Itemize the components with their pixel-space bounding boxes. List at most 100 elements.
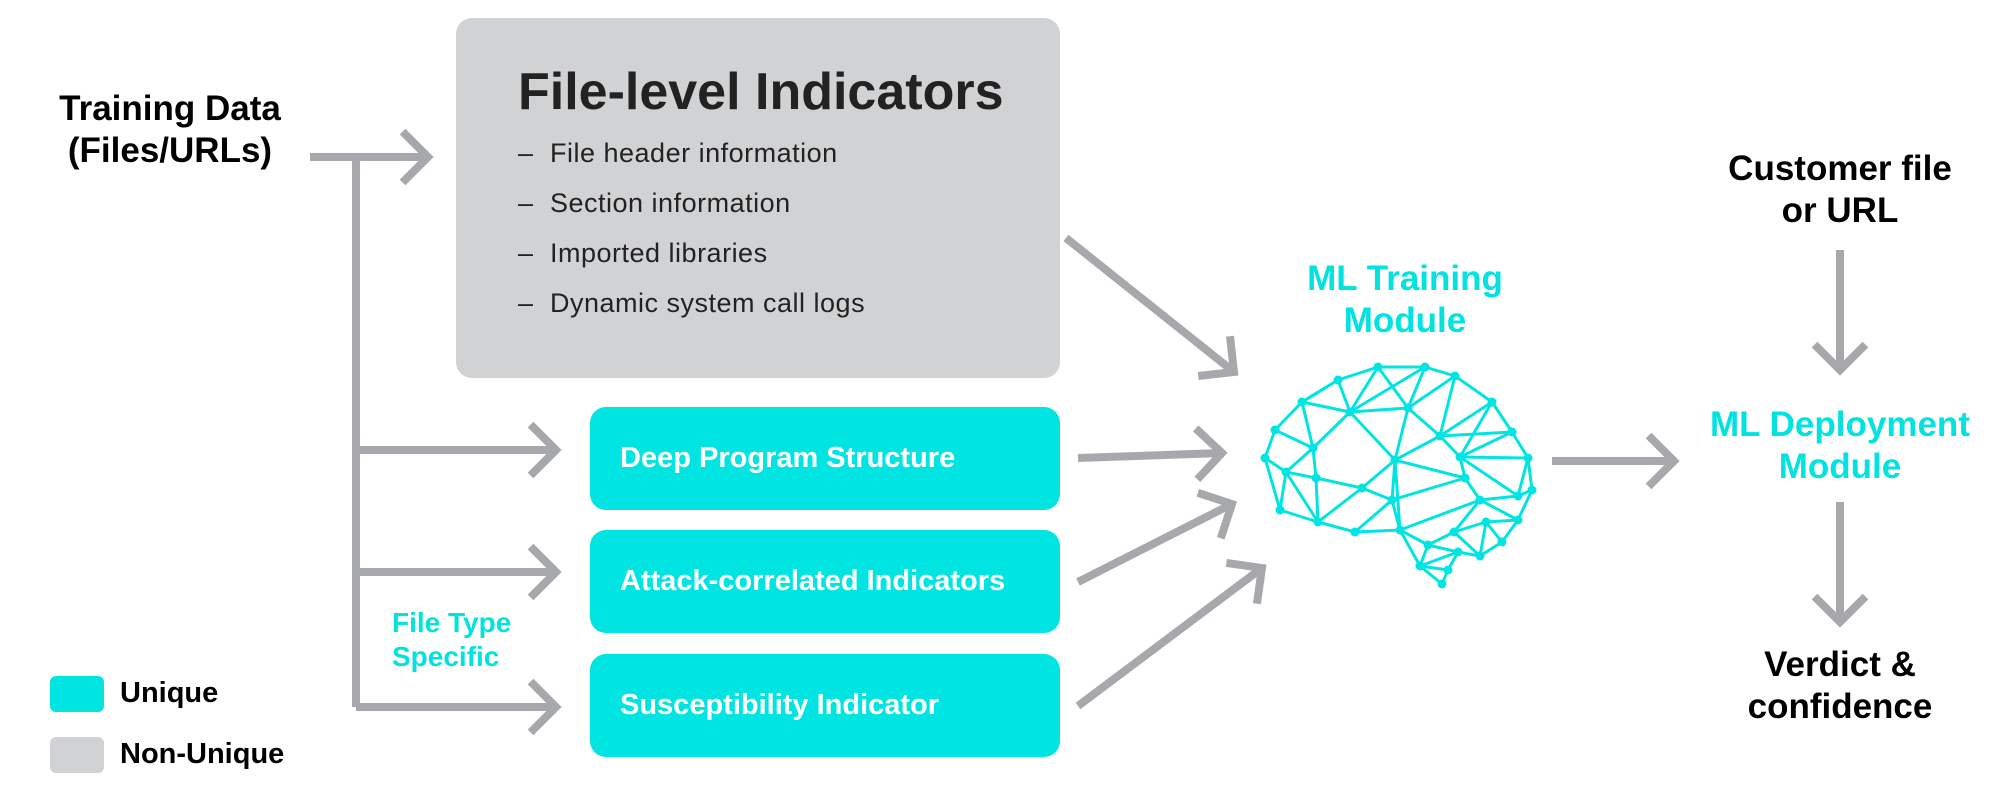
brain-edge: [1300, 401, 1315, 449]
brain-edge: [1361, 458, 1396, 490]
brain-node: [1423, 540, 1433, 550]
brain-edge: [1337, 365, 1379, 382]
brain-edge: [1510, 431, 1530, 459]
brain-edge: [1458, 401, 1494, 458]
brain-edge: [1274, 428, 1314, 450]
brain-node: [1357, 483, 1367, 493]
file-type-specific-label: File Type Specific: [392, 607, 512, 672]
brain-edge: [1516, 489, 1534, 521]
brain-edge: [1526, 457, 1534, 491]
brain-node: [1311, 473, 1321, 483]
brain-edge: [1284, 471, 1320, 523]
brain-edge: [1348, 366, 1380, 413]
brain-edge: [1407, 374, 1456, 410]
file-level-indicators-box: File-level Indicators –File header infor…: [456, 18, 1060, 378]
legend-non-unique-swatch: [50, 737, 104, 773]
brain-node: [1297, 397, 1307, 407]
brain-edge: [1354, 528, 1401, 534]
brain-node: [1281, 467, 1291, 477]
brain-edge: [1263, 429, 1277, 459]
brain-node: [1260, 453, 1270, 463]
brain-node: [1443, 565, 1453, 575]
arrow-customer-to-deployment-head: [1811, 341, 1869, 376]
brain-node: [1350, 527, 1360, 537]
brain-node: [1481, 517, 1491, 527]
brain-node: [1513, 515, 1523, 525]
brain-edge: [1317, 486, 1363, 524]
brain-edge: [1349, 406, 1409, 414]
brain-node: [1333, 375, 1343, 385]
brain-edge: [1315, 476, 1363, 490]
arrow-attack-to-training-shaft: [1076, 500, 1234, 586]
brain-node: [1270, 425, 1280, 435]
brain-node: [1387, 495, 1397, 505]
brain-edge: [1485, 518, 1519, 524]
brain-edge: [1361, 486, 1393, 502]
brain-edge: [1478, 521, 1488, 557]
brain-edge: [1311, 447, 1318, 479]
brain-edge: [1279, 508, 1319, 524]
attack-correlated-indicators-box: Attack-correlated Indicators: [590, 530, 1060, 633]
brain-edge: [1394, 458, 1466, 480]
brain-edge: [1427, 530, 1455, 547]
brain-edge: [1391, 476, 1466, 502]
brain-edge: [1273, 400, 1304, 432]
brain-edge: [1459, 430, 1513, 459]
brain-edge: [1301, 400, 1351, 414]
arrow-file-level-to-training-shaft: [1063, 234, 1237, 376]
brain-edge: [1419, 564, 1449, 572]
brain-edge: [1285, 470, 1317, 480]
brain-edge: [1394, 434, 1441, 462]
verdict-label: Verdict & confidence: [1747, 645, 1933, 726]
brain-edge: [1419, 564, 1443, 586]
brain-node: [1450, 371, 1460, 381]
brain-edge: [1452, 499, 1482, 533]
legend-unique-swatch: [50, 676, 104, 712]
brain-edge: [1419, 550, 1459, 568]
brain-node: [1437, 579, 1447, 589]
susceptibility-indicator-box: Susceptibility Indicator: [590, 654, 1060, 757]
brain-edge: [1349, 365, 1426, 414]
brain-node: [1507, 427, 1517, 437]
training-data-label: Training Data (Files/URLs): [59, 89, 281, 170]
brain-node: [1497, 537, 1507, 547]
deep-program-structure-box: Deep Program Structure: [590, 407, 1060, 510]
ml-deployment-module-label: ML Deployment Module: [1710, 405, 1970, 486]
brain-edge: [1424, 365, 1456, 378]
ml-training-module-label: ML Training Module: [1307, 259, 1503, 340]
arrow-deep-program-to-training-shaft: [1077, 449, 1223, 462]
brain-node: [1460, 473, 1470, 483]
arrow-attack-to-training-head: [1196, 488, 1238, 540]
brain-node: [1475, 551, 1485, 561]
brain-edge: [1263, 457, 1282, 511]
legend-non-unique-label: Non-Unique: [120, 738, 285, 770]
brain-edge: [1427, 543, 1459, 554]
brain-node: [1435, 431, 1445, 441]
brain-node: [1513, 491, 1523, 501]
list-item: –Dynamic system call logs: [518, 288, 866, 318]
brain-edge: [1452, 530, 1482, 558]
brain-node: [1449, 527, 1459, 537]
brain-edge: [1393, 459, 1402, 531]
arrow-deployment-to-verdict-head: [1811, 593, 1869, 628]
list-item: –File header information: [518, 138, 838, 168]
brain-network-icon: [1260, 362, 1537, 589]
brain-edge: [1301, 378, 1339, 404]
brain-edge: [1406, 366, 1427, 409]
brain-edge: [1399, 498, 1481, 532]
brain-edge: [1500, 519, 1520, 543]
arrow-susceptibility-to-training-head: [1225, 558, 1267, 605]
flow-arrows: [310, 128, 1869, 736]
brain-edge: [1490, 401, 1514, 433]
brain-edge: [1314, 477, 1320, 523]
brain-node: [1415, 561, 1425, 571]
brain-node: [1313, 517, 1323, 527]
brain-node: [1523, 453, 1533, 463]
brain-edge: [1336, 379, 1352, 413]
arrow-to-file-level-head: [399, 128, 434, 186]
arrow-to-deep-program-head: [527, 421, 562, 479]
brain-node: [1308, 443, 1318, 453]
list-item: –Section information: [518, 188, 791, 218]
brain-node: [1420, 362, 1430, 372]
